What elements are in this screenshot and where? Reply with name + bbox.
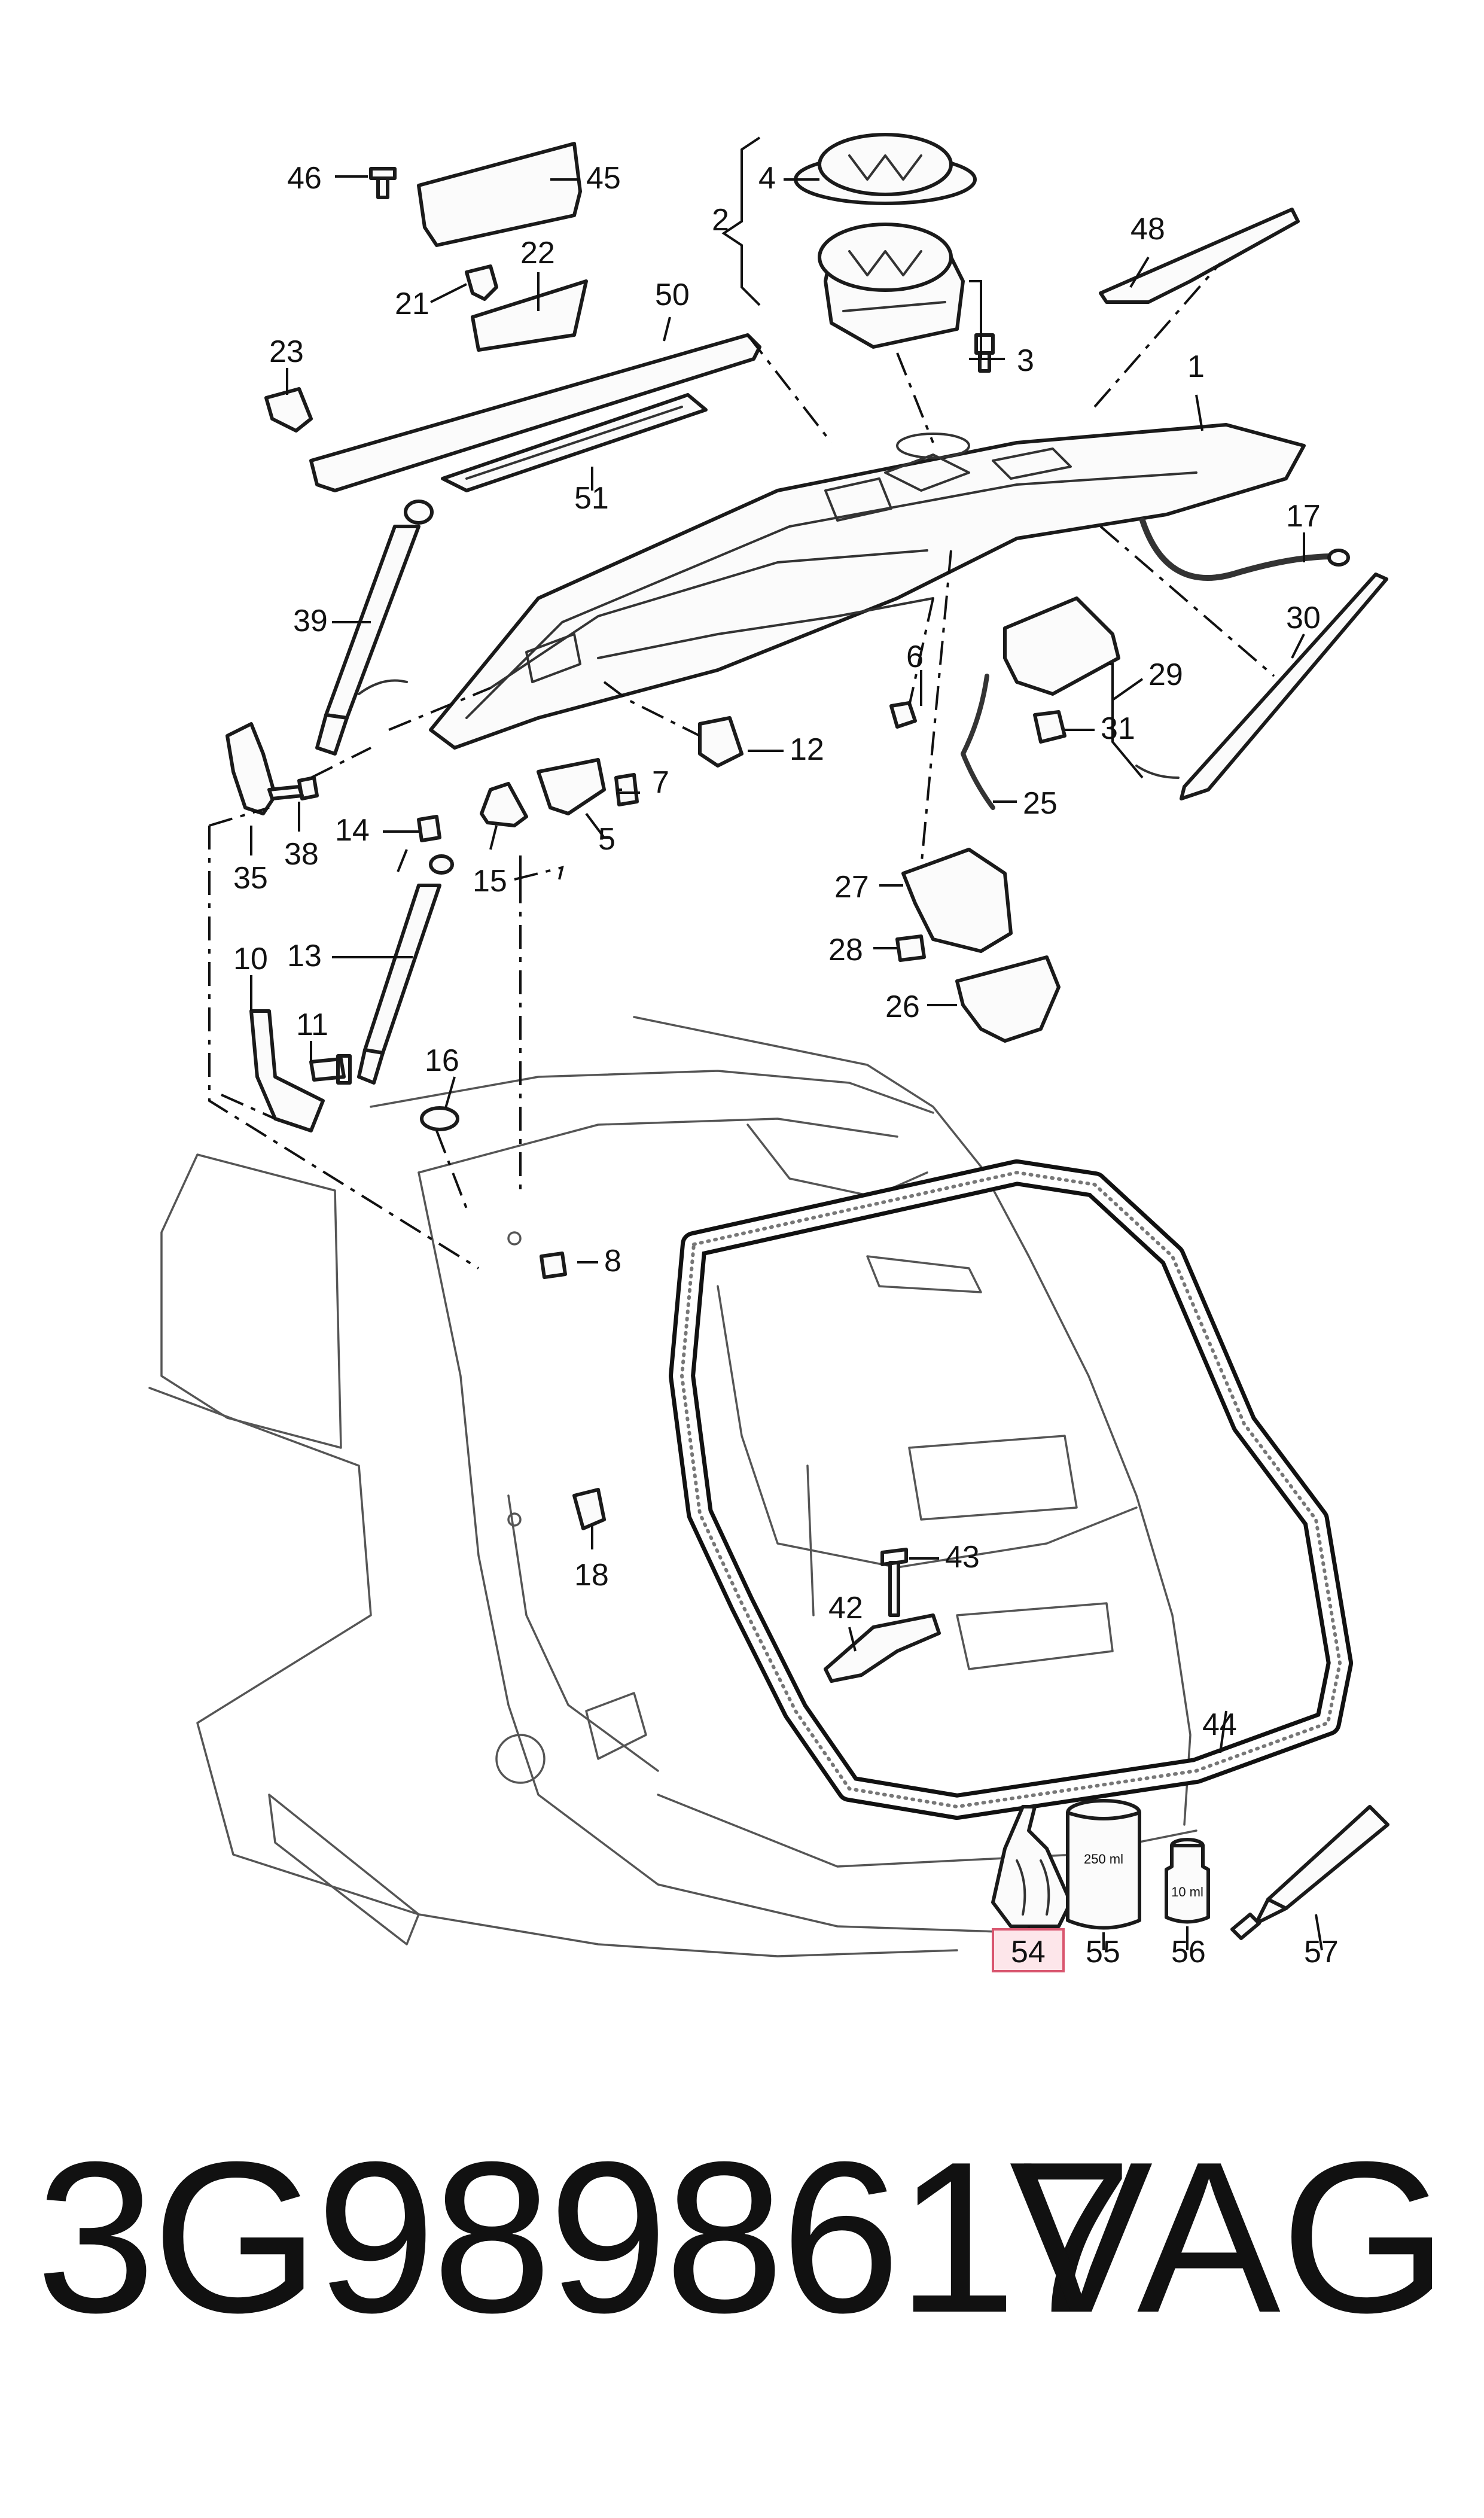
callout-26: 26	[885, 989, 920, 1024]
bolt-3	[974, 333, 995, 373]
nut-28	[895, 934, 926, 962]
bottle-56: 10 ml	[1165, 1838, 1210, 1924]
switch-31	[1033, 710, 1066, 744]
tube-57	[1230, 1805, 1389, 1940]
callout-38: 38	[284, 837, 319, 872]
gas-strut-13	[357, 854, 454, 1085]
wiring-harness-30	[1180, 573, 1388, 800]
leader-lines	[250, 175, 1323, 1951]
bracket-5	[537, 758, 606, 815]
clip-6	[889, 701, 917, 729]
hinge-10	[249, 1009, 325, 1132]
callout-56: 56	[1171, 1935, 1206, 1969]
callout-55: 55	[1086, 1935, 1120, 1969]
callout-27: 27	[834, 870, 869, 905]
callout-42: 42	[828, 1591, 863, 1625]
callout-43: 43	[945, 1540, 980, 1575]
bolt-7	[614, 773, 639, 806]
nut-8	[540, 1252, 567, 1279]
buffer-12	[698, 716, 743, 768]
callout-7: 7	[652, 765, 669, 800]
assembly-lines	[208, 262, 1275, 1269]
callout-46: 46	[287, 161, 322, 196]
brand-label: VAG	[1009, 2117, 1448, 2358]
gas-strut-39	[315, 500, 434, 756]
brake-light-51-detail	[465, 406, 683, 480]
washer-hose-17-nozzle	[1327, 549, 1350, 567]
callout-28: 28	[828, 933, 863, 967]
callout-14: 14	[335, 813, 370, 848]
callout-13: 13	[287, 939, 322, 973]
pad-22	[471, 279, 588, 352]
callout-2: 2	[712, 203, 729, 238]
bolt-11	[309, 1054, 352, 1085]
callout-23: 23	[269, 334, 304, 369]
callout-5: 5	[598, 822, 615, 857]
callout-11: 11	[296, 1007, 328, 1042]
callout-35: 35	[233, 861, 268, 896]
bottle-56-label: 10 ml	[1171, 1884, 1203, 1899]
callout-10: 10	[233, 942, 268, 976]
container-55-label: 250 ml	[1084, 1852, 1123, 1867]
callout-16: 16	[425, 1043, 459, 1078]
callout-6: 6	[906, 640, 924, 674]
bolt-43	[880, 1548, 908, 1617]
grommet-16	[420, 1106, 459, 1131]
callout-29: 29	[1148, 657, 1183, 692]
clip-21	[465, 264, 498, 301]
callout-18: 18	[574, 1558, 609, 1593]
callout-44: 44	[1202, 1707, 1237, 1742]
buffer-15	[480, 782, 528, 827]
container-55: 250 ml	[1066, 1799, 1141, 1930]
callout-31: 31	[1101, 711, 1135, 746]
wiring-harness-30-plug	[1135, 765, 1180, 779]
hinge-35	[226, 722, 277, 815]
striker-26	[955, 955, 1061, 1043]
tailgate-panel-1	[429, 423, 1306, 750]
callout-39: 39	[293, 604, 328, 638]
callout-54: 54	[1011, 1935, 1046, 1969]
part-number: 3G9898617	[36, 2117, 1133, 2358]
bolt-14	[417, 815, 441, 842]
cover-45	[417, 142, 582, 247]
bolt-46	[369, 167, 397, 199]
cable-25	[961, 674, 995, 810]
callout-25: 25	[1023, 786, 1058, 821]
callout-21: 21	[395, 287, 429, 321]
trim-strip-48	[1099, 208, 1300, 304]
callout-51: 51	[574, 481, 609, 516]
bag-54	[991, 1805, 1072, 1928]
tailgate-seal-44	[669, 1159, 1353, 1820]
lock-27	[901, 848, 1013, 953]
rear-emblem-4	[794, 133, 977, 205]
callout-50: 50	[655, 278, 690, 312]
callout-15: 15	[473, 864, 507, 899]
callout-4: 4	[758, 161, 776, 196]
callout-1: 1	[1187, 349, 1205, 384]
callout-12: 12	[790, 732, 824, 767]
bracket-2-brace	[721, 136, 761, 306]
clip-23	[264, 387, 313, 433]
callout-30: 30	[1286, 601, 1321, 635]
bolt-38	[267, 776, 319, 800]
callout-57: 57	[1304, 1935, 1339, 1969]
striker-plate-42	[824, 1613, 941, 1683]
vehicle-body	[148, 1016, 1197, 1957]
buffer-18	[572, 1488, 606, 1530]
callout-8: 8	[604, 1244, 621, 1278]
callout-48: 48	[1130, 212, 1165, 246]
highlight-box-54	[992, 1928, 1065, 1972]
callout-numbers: 1 2 3 4 5 6 7 8 10 11 12 13 14 15 16 17 …	[233, 161, 1339, 1969]
callout-45: 45	[586, 161, 621, 196]
rear-camera-emblem-2	[818, 223, 965, 349]
callout-17: 17	[1286, 499, 1321, 534]
callout-3: 3	[1017, 343, 1034, 378]
actuator-29	[1003, 596, 1120, 696]
callout-22: 22	[520, 236, 555, 270]
